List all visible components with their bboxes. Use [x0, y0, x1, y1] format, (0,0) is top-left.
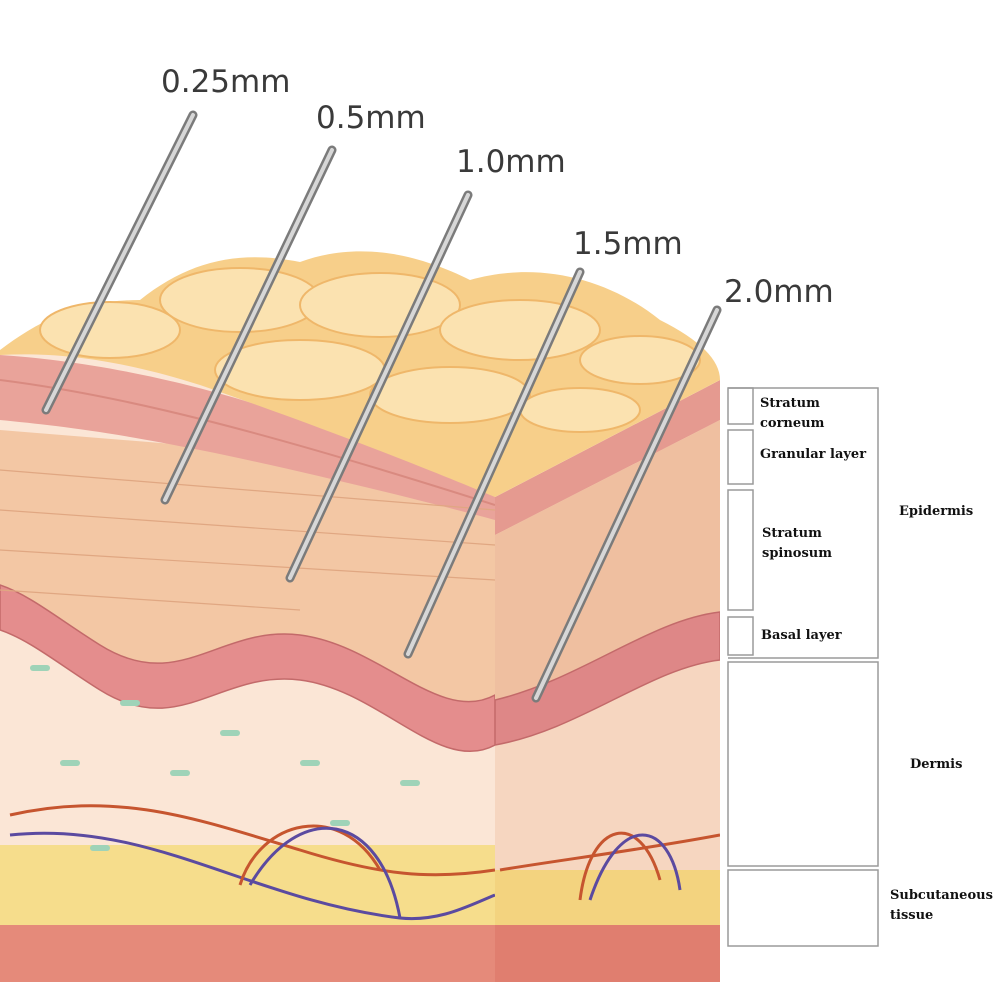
needle-0-5mm [160, 145, 337, 505]
layer-label-granular: Granular layer [760, 447, 867, 462]
group-label-dermis: Dermis [910, 757, 963, 772]
needle-2-0mm [531, 305, 722, 703]
needle-1-5mm [403, 267, 585, 659]
layer-brackets [727, 387, 879, 947]
layer-label-stratum-corneum: Stratum corneum [760, 396, 825, 431]
needles [41, 110, 722, 703]
group-label-subcutaneous: Subcutaneous tissue [890, 888, 993, 923]
needle-label-0-5mm: 0.5mm [316, 100, 426, 136]
layer-label-stratum-spinosum: Stratum spinosum [762, 526, 832, 561]
needle-0-25mm [41, 110, 198, 415]
needle-label-1-0mm: 1.0mm [456, 144, 566, 180]
needle-label-0-25mm: 0.25mm [161, 64, 291, 100]
needle-label-1-5mm: 1.5mm [573, 226, 683, 262]
fat-top-surface [0, 251, 720, 497]
layer-label-basal: Basal layer [761, 628, 842, 643]
needle-1-0mm [285, 190, 473, 583]
skin-side-face [495, 380, 720, 982]
needle-label-2-0mm: 2.0mm [724, 274, 834, 310]
group-label-epidermis: Epidermis [899, 504, 974, 519]
